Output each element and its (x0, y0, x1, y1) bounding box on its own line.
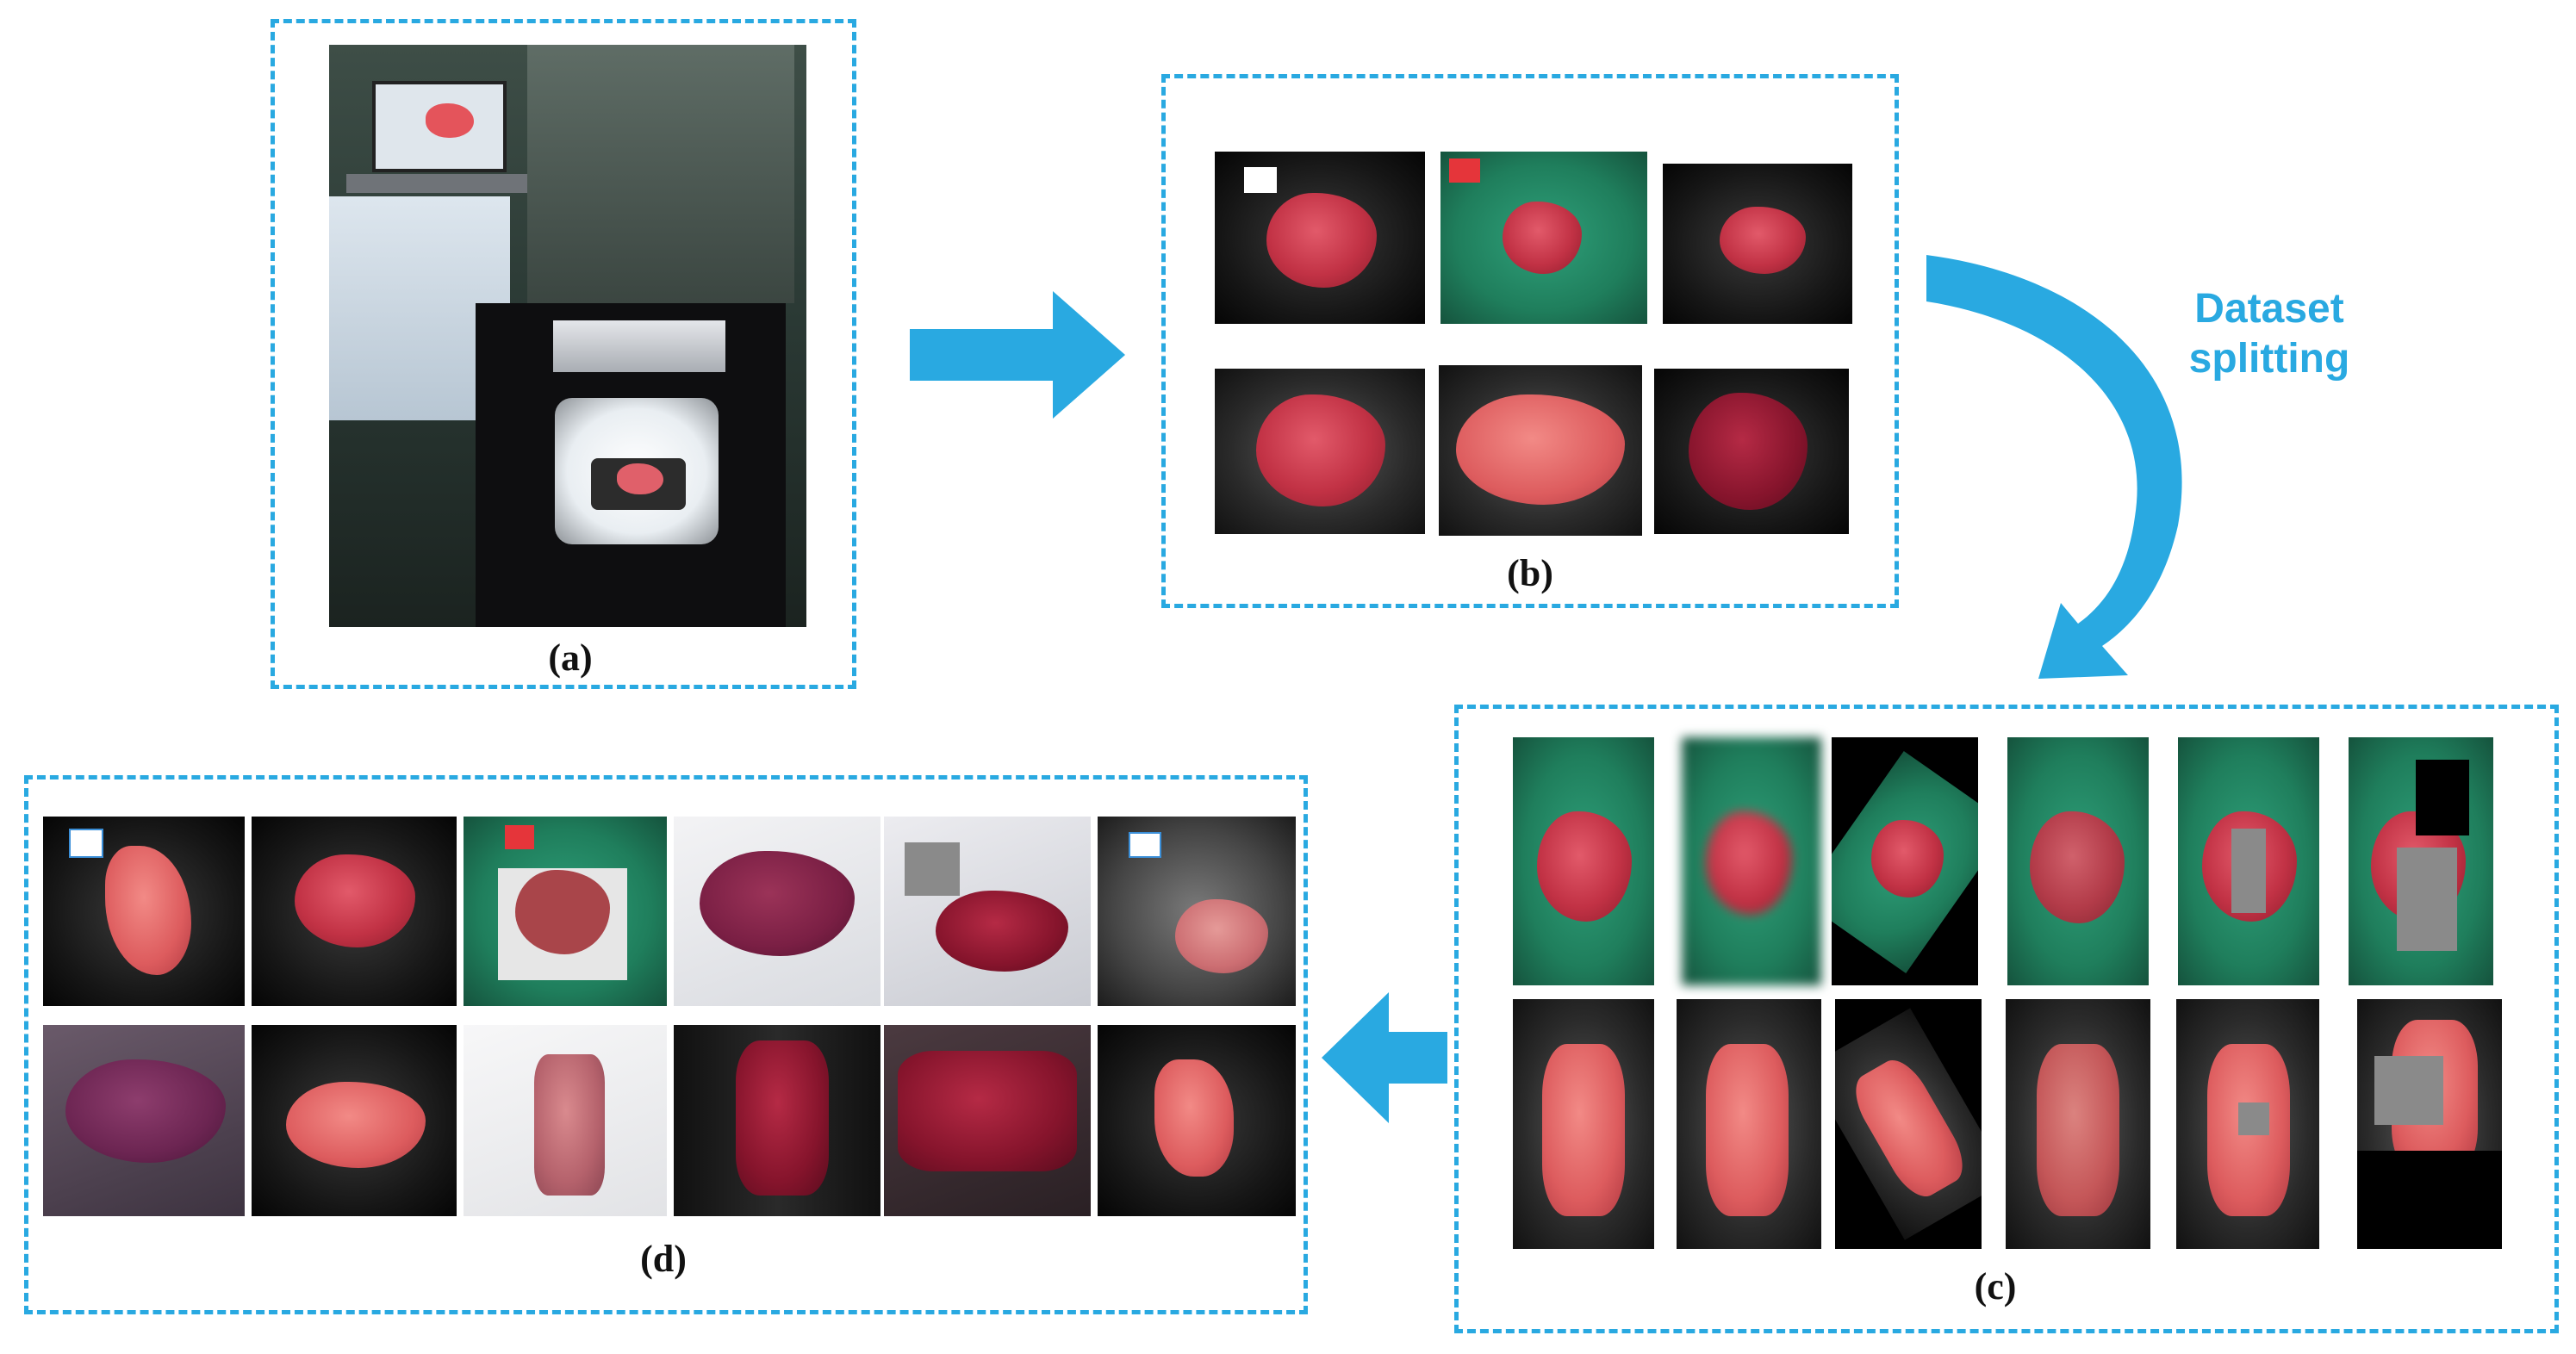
augment-c8-blur (1677, 999, 1821, 1249)
sample-b6 (1654, 369, 1849, 534)
augment-c10-noise (2006, 999, 2150, 1249)
caption-b: (b) (1507, 552, 1553, 594)
test-d11 (884, 1025, 1091, 1216)
caption-c: (c) (1974, 1265, 2017, 1307)
test-d9 (464, 1025, 667, 1216)
sample-b3 (1663, 164, 1852, 324)
test-d12 (1098, 1025, 1296, 1216)
panel-b (1161, 74, 1899, 608)
arrow-c-to-d (1322, 992, 1447, 1123)
augment-c6-cutout (2349, 737, 2493, 985)
caption-d: (d) (640, 1238, 687, 1280)
panel-d (24, 775, 1308, 1314)
test-d4 (674, 817, 880, 1006)
augment-c9-rotate (1835, 999, 1982, 1249)
test-d1 (43, 817, 245, 1006)
test-d10 (674, 1025, 880, 1216)
augment-c11-erase (2176, 999, 2319, 1249)
augment-c1 (1513, 737, 1654, 985)
test-d2 (252, 817, 457, 1006)
test-d6 (1098, 817, 1296, 1006)
augment-c7 (1513, 999, 1654, 1249)
test-d5 (884, 817, 1091, 1006)
arrow-b-to-c-curved (1926, 255, 2182, 679)
augment-c2-blur (1682, 737, 1821, 985)
acquisition-setup-photo (329, 45, 806, 627)
sample-b4 (1215, 369, 1425, 534)
panel-a (271, 19, 856, 689)
sample-b2 (1440, 152, 1647, 324)
arrow-a-to-b (910, 291, 1125, 419)
augment-c12-cutout (2357, 999, 2502, 1249)
sample-b5 (1439, 365, 1642, 536)
augment-c5-erase (2178, 737, 2319, 985)
dataset-splitting-line2: splitting (2188, 335, 2350, 382)
test-d3 (464, 817, 667, 1006)
panel-c (1454, 705, 2559, 1333)
test-d7 (43, 1025, 245, 1216)
augment-c3-rotate (1832, 737, 1978, 985)
sample-b1 (1215, 152, 1425, 324)
caption-a: (a) (548, 637, 593, 679)
dataset-splitting-label: Dataset splitting (2140, 284, 2399, 383)
test-d8 (252, 1025, 457, 1216)
dataset-splitting-line1: Dataset (2194, 286, 2344, 332)
augment-c4-noise (2007, 737, 2149, 985)
